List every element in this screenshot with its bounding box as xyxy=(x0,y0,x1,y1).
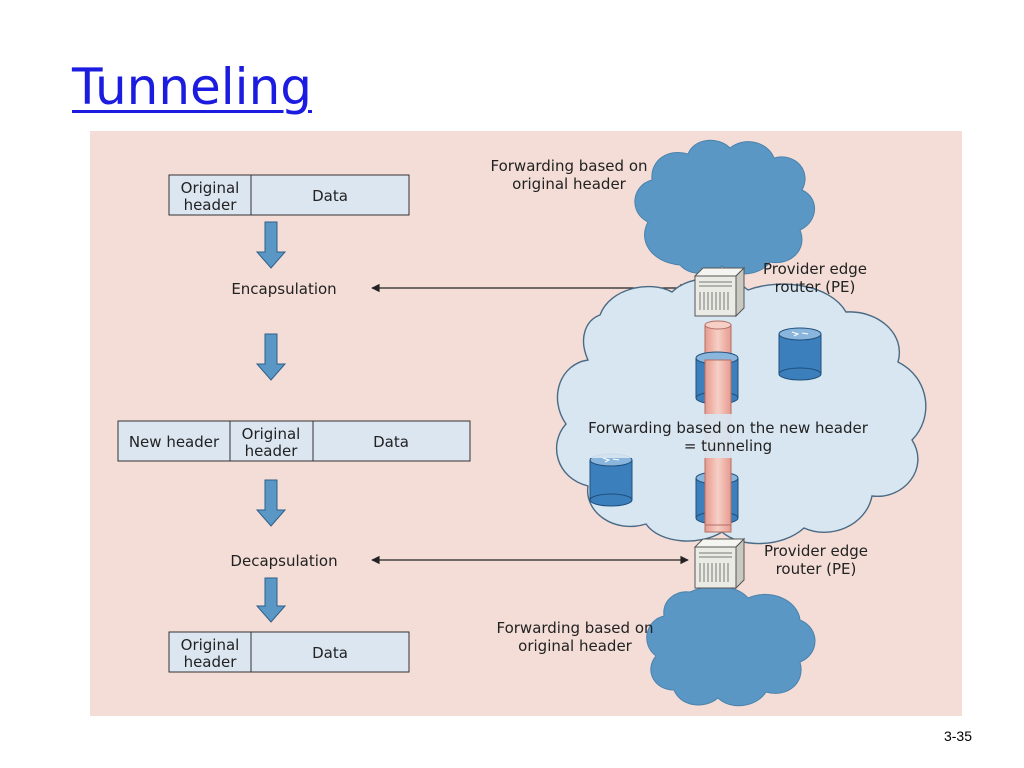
original-header-label-1: Original xyxy=(242,425,301,443)
original-header-label-1: Original xyxy=(181,179,240,197)
pe-bottom-label-2: router (PE) xyxy=(776,560,857,578)
original-header-label-2: header xyxy=(184,653,238,671)
provider-edge-router-bottom-icon xyxy=(693,537,746,590)
data-label: Data xyxy=(373,433,409,451)
top-forwarding-label-2: original header xyxy=(512,175,627,193)
original-header-label-1: Original xyxy=(181,636,240,654)
core-router-left-bottom-icon xyxy=(589,453,633,507)
top-forwarding-label-1: Forwarding based on xyxy=(490,157,647,175)
down-arrow-1 xyxy=(255,221,287,269)
top-customer-cloud xyxy=(634,139,815,275)
data-label: Data xyxy=(312,644,348,662)
down-arrow-2 xyxy=(255,333,287,381)
decapsulation-label: Decapsulation xyxy=(230,552,337,570)
tunnel-label-2: = tunneling xyxy=(684,437,772,455)
tunnel-label-1: Forwarding based on the new header xyxy=(588,419,869,437)
original-header-label-2: header xyxy=(184,196,238,214)
data-label: Data xyxy=(312,187,348,205)
bottom-customer-cloud xyxy=(646,585,816,707)
packet-original: Original header Data xyxy=(168,174,410,216)
slide-title: Tunneling xyxy=(72,58,312,116)
down-arrow-3 xyxy=(255,479,287,527)
provider-cloud xyxy=(556,277,927,545)
pe-bottom-label-1: Provider edge xyxy=(764,542,868,560)
pe-top-label-2: router (PE) xyxy=(775,278,856,296)
provider-edge-router-top-icon xyxy=(693,266,746,318)
pe-top-label-1: Provider edge xyxy=(763,260,867,278)
new-header-label: New header xyxy=(129,433,220,451)
slide-number: 3-35 xyxy=(943,728,972,744)
core-router-right-icon xyxy=(778,327,822,381)
packet-decapsulated: Original header Data xyxy=(168,631,410,673)
bottom-forwarding-label-1: Forwarding based on xyxy=(496,619,653,637)
encapsulation-label: Encapsulation xyxy=(231,280,336,298)
down-arrow-4 xyxy=(255,577,287,623)
bottom-forwarding-label-2: original header xyxy=(518,637,633,655)
original-header-label-2: header xyxy=(245,442,299,460)
packet-encapsulated: New header Original header Data xyxy=(117,420,471,462)
tunnel-label-background xyxy=(570,414,886,458)
